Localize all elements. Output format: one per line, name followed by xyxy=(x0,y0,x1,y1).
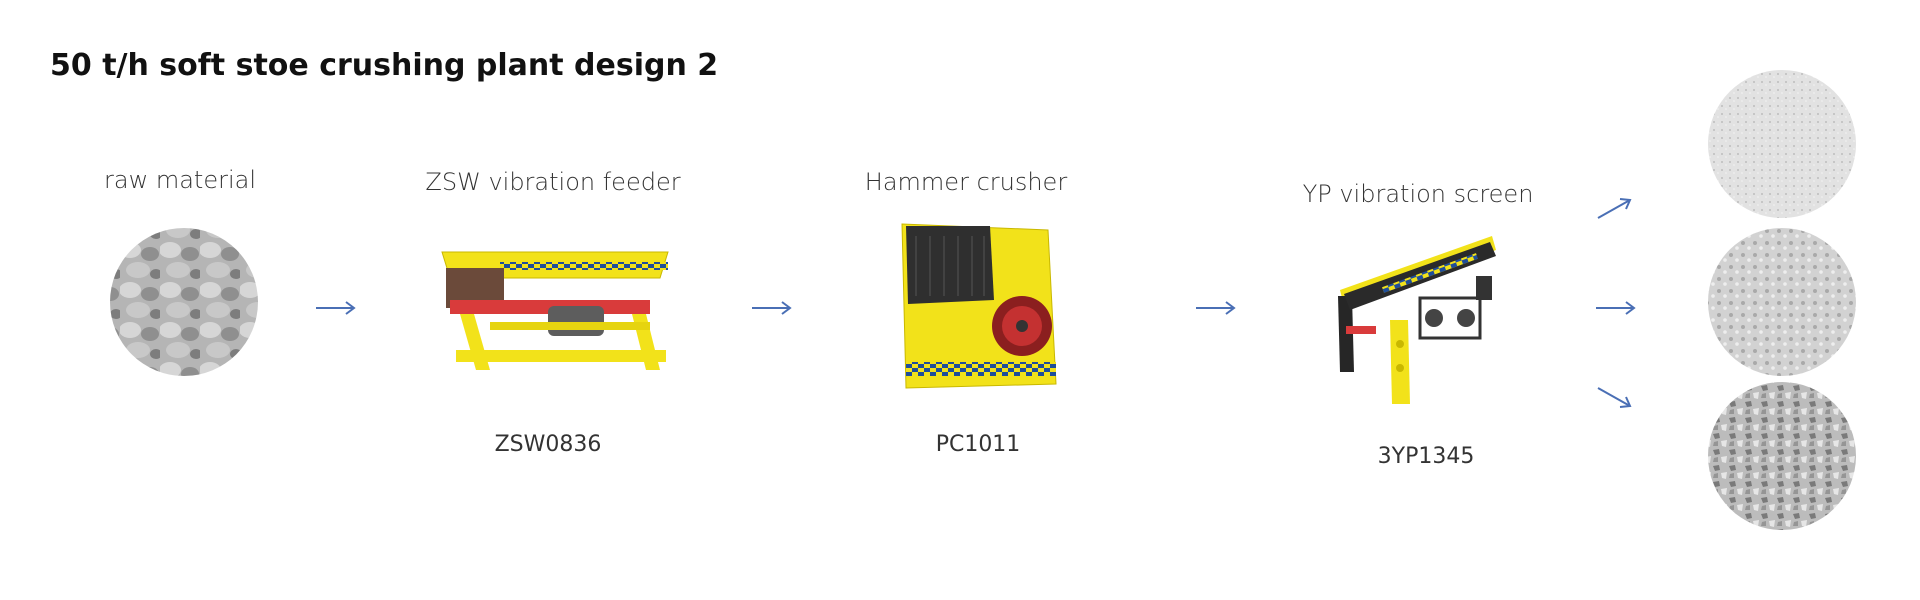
hammer-crusher-icon xyxy=(901,223,1057,389)
stage-label-screen: YP vibration screen xyxy=(1302,180,1534,208)
fine-product-icon xyxy=(1708,70,1856,218)
vibration-feeder-icon xyxy=(441,251,669,370)
model-screen: 3YP1345 xyxy=(1377,444,1475,469)
stage-label-raw-material: raw material xyxy=(103,166,257,194)
model-feeder: ZSW0836 xyxy=(494,432,602,457)
arrow-right-icon xyxy=(1596,301,1636,315)
arrow-right-icon xyxy=(752,301,792,315)
page-title: 50 t/h soft stoe crushing plant design 2 xyxy=(50,48,719,83)
arrow-right-icon xyxy=(316,301,356,315)
stage-label-crusher: Hammer crusher xyxy=(864,168,1068,196)
vibration-screen-icon xyxy=(1338,236,1496,404)
model-crusher: PC1011 xyxy=(935,432,1021,457)
arrow-right-icon xyxy=(1597,387,1632,408)
medium-product-icon xyxy=(1708,228,1856,376)
arrow-right-icon xyxy=(1196,301,1236,315)
raw-material-rocks-icon xyxy=(110,228,258,376)
stage-label-feeder: ZSW vibration feeder xyxy=(425,168,681,196)
arrow-right-icon xyxy=(1597,198,1632,219)
coarse-product-icon xyxy=(1708,382,1856,530)
